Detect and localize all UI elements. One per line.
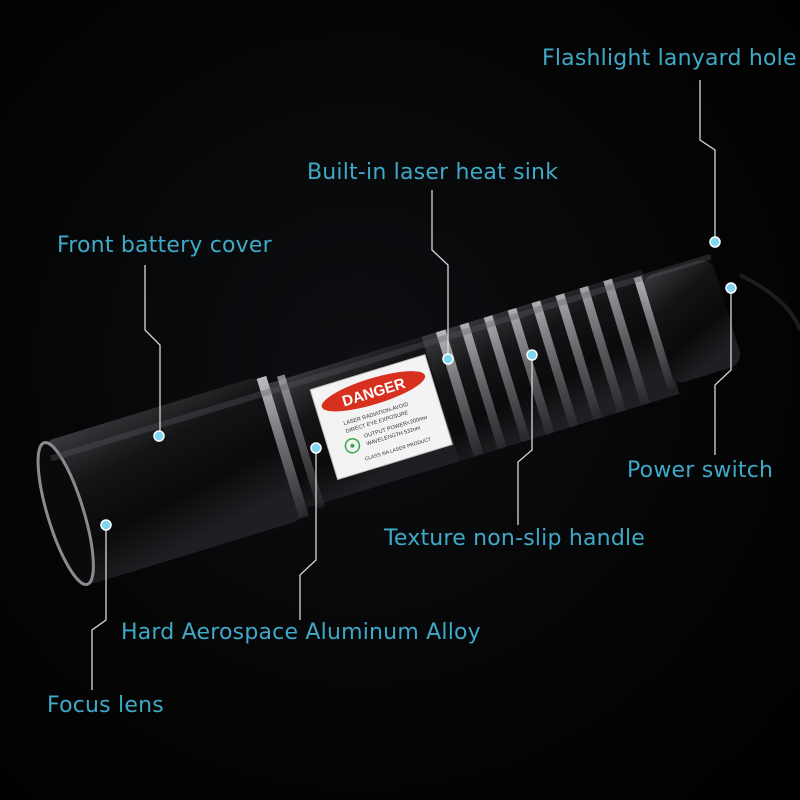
label-heat-sink: Built-in laser heat sink xyxy=(307,160,559,185)
label-lanyard-hole: Flashlight lanyard hole xyxy=(542,46,797,71)
danger-sticker: DANGER LASER RADIATION-AVOID DIRECT EYE … xyxy=(309,353,454,481)
label-power-switch: Power switch xyxy=(627,458,774,483)
label-focus-lens: Focus lens xyxy=(47,693,164,718)
label-handle: Texture non-slip handle xyxy=(384,526,646,551)
label-alloy: Hard Aerospace Aluminum Alloy xyxy=(121,620,481,645)
label-battery-cover: Front battery cover xyxy=(57,233,272,258)
lanyard-cord xyxy=(739,273,800,331)
callout-dots xyxy=(100,236,737,531)
callout-lines xyxy=(91,80,732,690)
